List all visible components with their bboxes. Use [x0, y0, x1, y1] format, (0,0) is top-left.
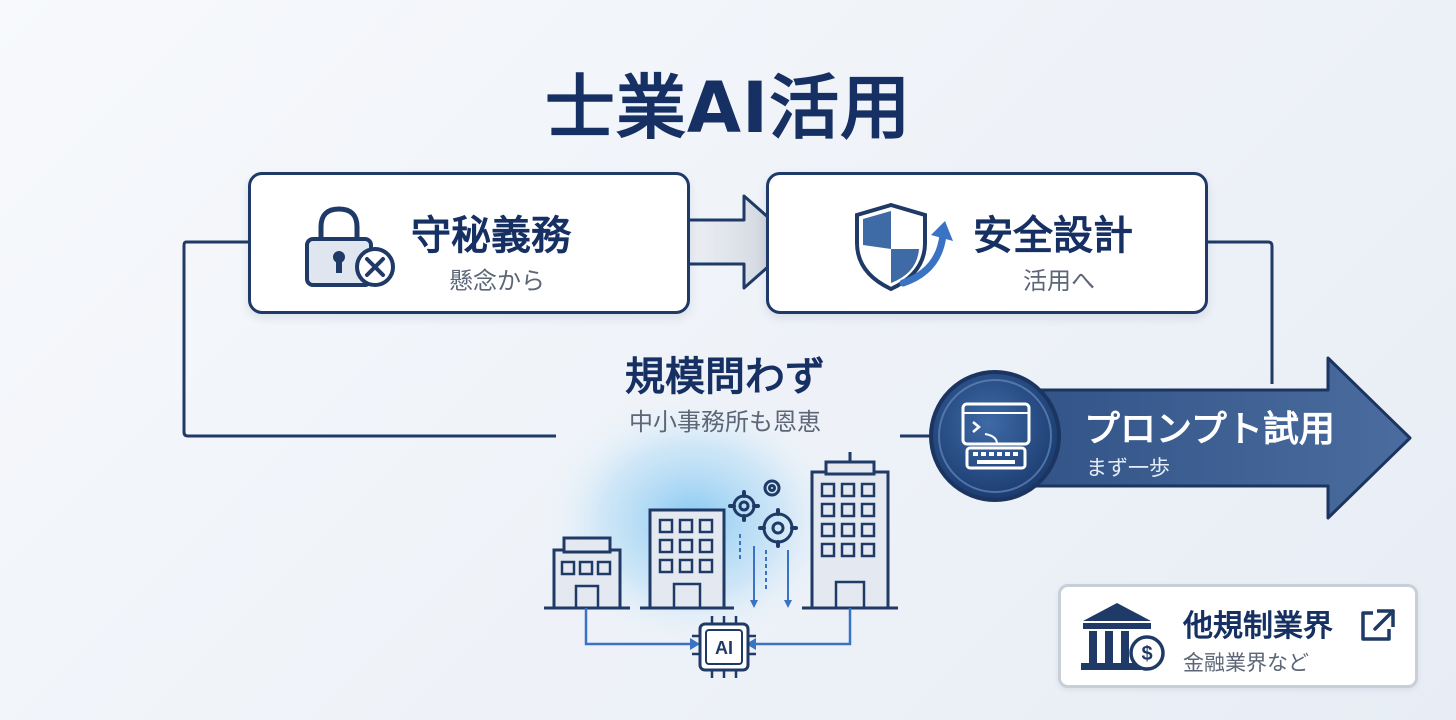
external-link-icon[interactable] — [1357, 605, 1397, 645]
other-industries-subtitle: 金融業界など — [1183, 651, 1309, 675]
loop-connector-left — [182, 240, 556, 438]
card-subtitle: 活用へ — [1023, 267, 1095, 295]
card-title: 安全設計 — [973, 213, 1133, 259]
page-title: 士業AI活用 — [544, 67, 912, 149]
step-subtitle-prompt-trial: まず一歩 — [1086, 456, 1170, 480]
step-title-prompt-trial: プロンプト試用 — [1084, 409, 1335, 450]
card-subtitle: 懸念から — [449, 267, 545, 295]
bank-dollar-icon: $ — [1081, 603, 1165, 671]
ai-chip-label: AI — [715, 638, 733, 658]
other-industries-title: 他規制業界 — [1183, 609, 1333, 644]
step-card-secure-design: 安全設計 活用へ — [766, 172, 1208, 314]
step-subtitle-any-scale: 中小事務所も恩恵 — [629, 408, 821, 436]
shield-arrow-icon — [855, 202, 953, 292]
loop-connector-right — [1206, 240, 1274, 384]
buildings-ai-chip-icon: AI — [544, 452, 898, 678]
card-title: 守秘義務 — [411, 213, 571, 259]
other-industries-card[interactable]: $ 他規制業界 金融業界など — [1058, 584, 1418, 688]
step-card-confidentiality: 守秘義務 懸念から — [248, 172, 690, 314]
svg-text:$: $ — [1141, 643, 1152, 665]
step-title-any-scale: 規模問わず — [625, 354, 825, 400]
terminal-keyboard-icon — [961, 402, 1031, 470]
padlock-x-icon — [305, 206, 395, 287]
